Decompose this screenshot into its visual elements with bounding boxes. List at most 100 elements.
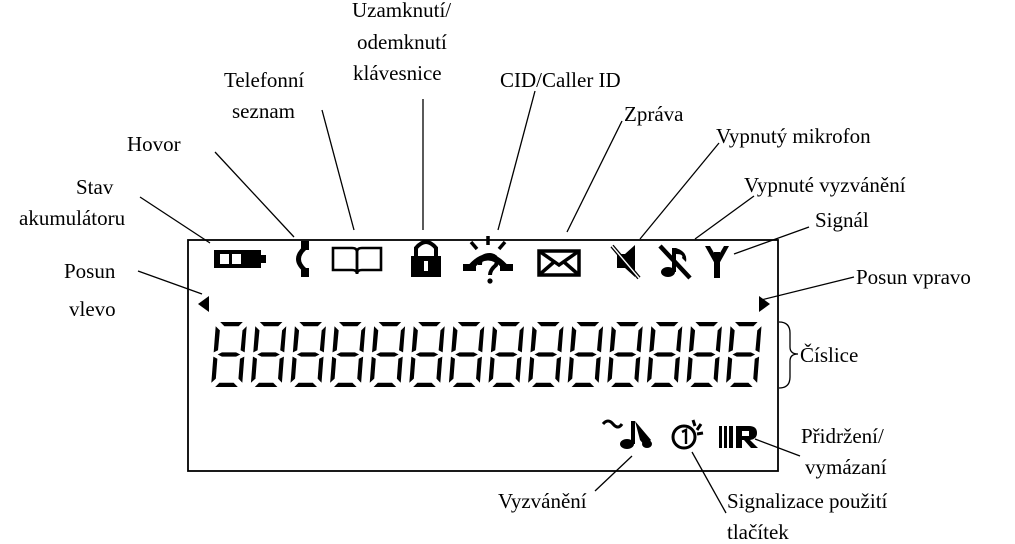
digit-segment [728, 326, 735, 353]
digit-segment [616, 322, 639, 327]
digit-segment [334, 382, 357, 387]
digit-segment [451, 326, 458, 353]
digit-segment [278, 356, 284, 383]
digit-segment [339, 322, 362, 327]
digit-segment [755, 326, 762, 353]
digit-segment [336, 352, 360, 357]
digit-segment [650, 382, 674, 387]
digit-segment [211, 356, 218, 383]
digit-segment [613, 352, 637, 357]
ringer-icon [601, 419, 652, 449]
digit-segment [715, 326, 722, 353]
leader-posun-vpravo [760, 276, 855, 301]
digit-segment [411, 326, 418, 353]
leader-posun-vlevo [137, 270, 203, 295]
digit-segment [369, 356, 376, 383]
key-press-icon [671, 419, 704, 450]
label-zprava: Zpráva [624, 102, 684, 126]
digit-segment [690, 382, 713, 387]
digit-segment [455, 352, 478, 357]
leader-hovor [214, 151, 295, 238]
leader-telefonni [321, 109, 355, 231]
label-signal: Signál [815, 208, 869, 232]
digit-segment [280, 326, 287, 353]
digit-segment [254, 382, 278, 387]
digit-segment [253, 326, 260, 353]
leader-stav [139, 196, 211, 244]
label-vyzvaneni-off: Vypnuté vyzvánění [744, 173, 906, 197]
label-posun-vlevo-1: Posun [64, 259, 116, 283]
digit-segment [478, 326, 485, 353]
digit-segment [574, 352, 597, 357]
digit-segment [726, 356, 733, 383]
digit-segment [332, 326, 339, 353]
digit-segment [357, 356, 364, 383]
digit-segment [399, 326, 406, 353]
digit-segment [438, 326, 445, 353]
digit-segment [413, 382, 436, 387]
digit-segment [674, 356, 680, 383]
leader-lines [137, 90, 855, 514]
label-mikrofon: Vypnutý mikrofon [716, 124, 871, 148]
digit-segment [649, 326, 656, 353]
digit-segment [409, 356, 416, 383]
digit-segment [753, 356, 760, 383]
envelope-icon [537, 249, 581, 277]
digit-segment [319, 326, 326, 353]
digit-segment [534, 352, 558, 357]
digit-segment [359, 326, 366, 353]
battery-icon [214, 250, 266, 268]
digit-segment [376, 352, 399, 357]
digit-segment [457, 322, 481, 327]
digit-segment [653, 352, 676, 357]
digit-segment [317, 356, 324, 383]
label-signalizace-2: tlačítek [727, 520, 789, 544]
digit-segment [567, 356, 574, 383]
digit-segment [418, 322, 441, 327]
leader-zprava [566, 120, 623, 233]
digit-segment [294, 382, 317, 387]
digit-segment [492, 382, 515, 387]
digit-segment [713, 356, 720, 383]
leader-cid [497, 90, 536, 231]
ringer-off-icon [658, 244, 692, 280]
digit-segment [607, 356, 614, 383]
digit-segment [634, 356, 641, 383]
digit-segment [490, 326, 498, 353]
digit-segment [537, 322, 560, 327]
label-hovor: Hovor [127, 132, 181, 156]
digit-segment [299, 322, 322, 327]
digit-segment [292, 326, 300, 353]
arrow-left-icon [198, 296, 209, 312]
digit-segment [217, 352, 241, 357]
leader-vyzvaneni [594, 455, 633, 492]
mic-mute-icon [610, 244, 641, 280]
leader-prid [754, 438, 801, 457]
digit-segment [611, 382, 634, 387]
handset-icon [296, 241, 309, 277]
label-prid-2: vymázaní [805, 455, 887, 479]
digit-segment [636, 326, 643, 353]
brace-cislice [778, 321, 799, 389]
digit-segment [597, 326, 604, 353]
digit-segment [220, 322, 243, 327]
padlock-icon [411, 240, 441, 277]
digit-segment [296, 352, 320, 357]
label-vyzvaneni: Vyzvánění [498, 489, 587, 513]
label-uzamk-3: klávesnice [353, 61, 442, 85]
leader-mikrofon [639, 142, 720, 240]
digit-segment [532, 382, 555, 387]
digit-segment [730, 382, 753, 387]
label-prid-1: Přidržení/ [801, 424, 884, 448]
digit-segment [557, 326, 564, 353]
digit-segment [646, 356, 653, 383]
phonebook-icon [331, 246, 383, 275]
label-cislice: Číslice [800, 343, 858, 367]
digit-segment [240, 326, 247, 353]
digit-segment [517, 326, 524, 353]
digit-segment [378, 322, 402, 327]
digit-segment [415, 352, 439, 357]
label-telefonni-1: Telefonní [224, 68, 304, 92]
digit-segment [555, 356, 562, 383]
